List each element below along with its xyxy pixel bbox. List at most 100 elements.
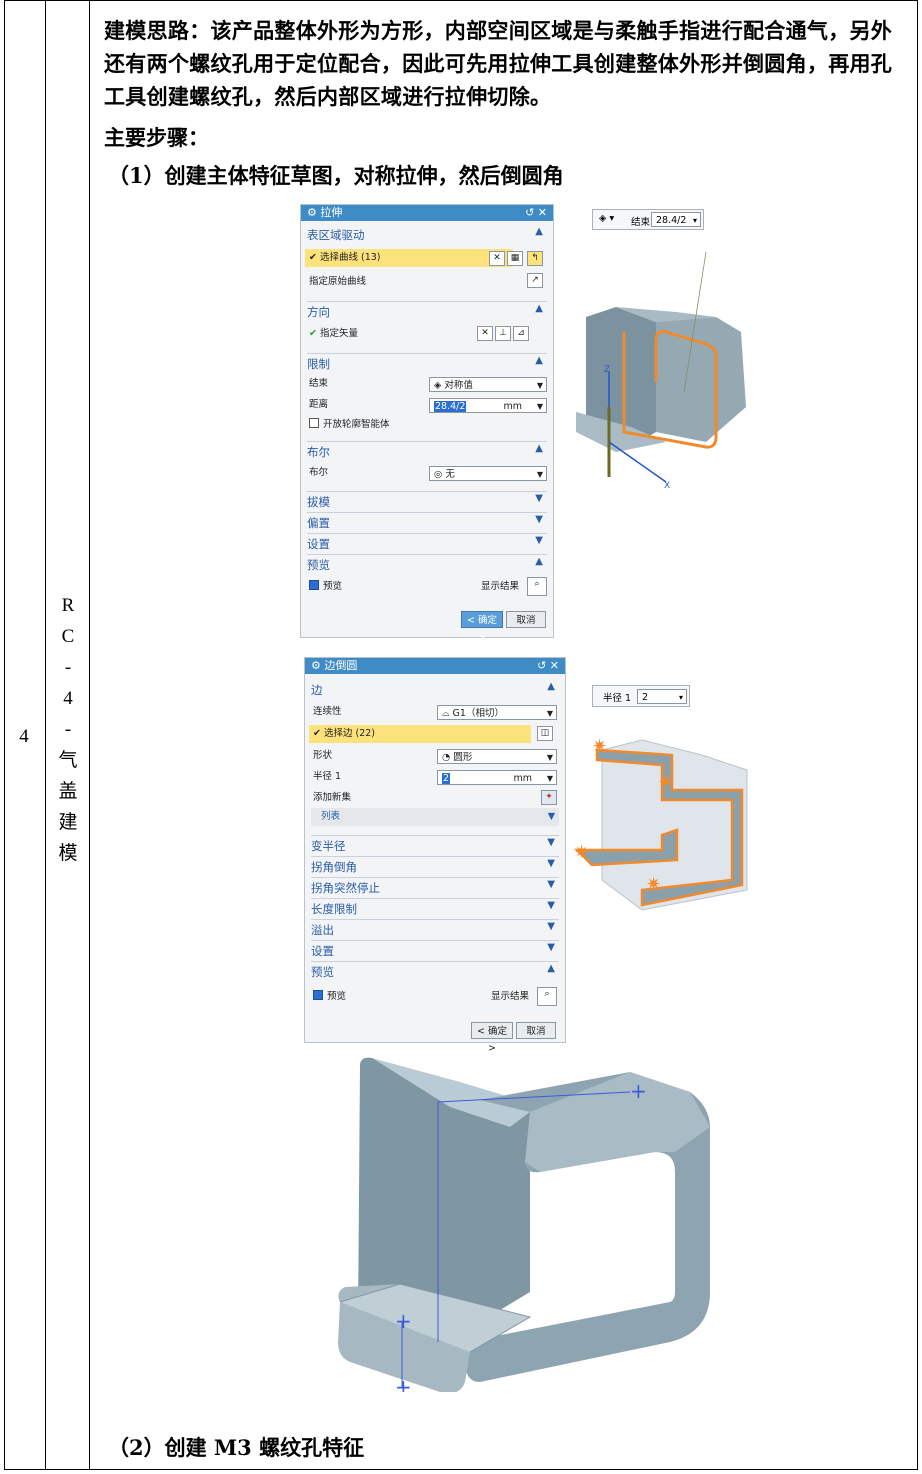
chevron-up-icon[interactable]: ▲: [535, 556, 543, 567]
chevron-down-icon[interactable]: ▼: [547, 942, 555, 953]
magnifier-icon[interactable]: ⌕: [527, 577, 547, 596]
continuity-label: 连续性: [313, 706, 342, 717]
blended-edge: [595, 748, 744, 907]
continuity-select[interactable]: ⌓ G1（相切）▼: [437, 705, 557, 720]
reverse-icon[interactable]: ✕: [477, 326, 493, 341]
boolean-label: 布尔: [309, 467, 329, 478]
extrude-float-toolbar: ◈ ▾ 结束 28.4/2▾: [592, 209, 704, 230]
chevron-up-icon[interactable]: ▲: [547, 681, 555, 692]
section-direction[interactable]: 方向▲: [307, 301, 547, 320]
blend-preview-model: ✷ ✷ ✷ ✷: [573, 736, 748, 911]
chevron-down-icon[interactable]: ▼: [547, 858, 555, 869]
boolean-select[interactable]: ◎ 无▼: [429, 466, 547, 481]
blend-marker-icon: ✷: [658, 772, 673, 793]
end-label: 结束: [309, 378, 329, 389]
shape-select[interactable]: ◔ 圆形▼: [437, 749, 557, 764]
radius-float-input[interactable]: 2▾: [637, 689, 687, 704]
chevron-down-icon[interactable]: ▼: [547, 879, 555, 890]
part-face: [586, 307, 656, 447]
chevron-down-icon[interactable]: ▼: [547, 900, 555, 911]
part-face: [339, 1283, 532, 1353]
section-curve-icon[interactable]: ↰: [527, 251, 543, 266]
ok-button[interactable]: < 确定 >: [471, 1022, 513, 1054]
section-offset[interactable]: 偏置▼: [307, 512, 547, 531]
dialog-controls[interactable]: ↺ ✕: [537, 659, 559, 672]
ok-button[interactable]: < 确定 >: [461, 611, 503, 643]
section-limits[interactable]: 限制▲: [307, 353, 547, 372]
modeling-idea-paragraph: 建模思路：该产品整体外形为方形，内部空间区域是与柔触手指进行配合通气，另外还有两…: [104, 18, 893, 109]
magnifier-icon[interactable]: ⌕: [537, 987, 557, 1006]
specify-vector-row[interactable]: ✔ 指定矢量: [309, 328, 359, 339]
cancel-button[interactable]: 取消: [506, 611, 546, 628]
blend-marker-icon: ✷: [592, 736, 607, 757]
preview-checkbox[interactable]: 预览: [313, 988, 557, 1006]
solid-icon[interactable]: ◈ ▾: [599, 213, 615, 224]
dialog-title-bar: ⚙ 拉伸↺ ✕: [301, 205, 553, 221]
section-corner-setback[interactable]: 拐角倒角▼: [311, 856, 559, 875]
show-result-label: 显示结果: [481, 581, 520, 592]
section-preview[interactable]: 预览▲: [307, 554, 547, 573]
sketch-icon[interactable]: ▦: [507, 251, 523, 266]
dialog-title-bar: ⚙ 边倒圆↺ ✕: [305, 658, 565, 674]
section-settings[interactable]: 设置▼: [311, 940, 559, 959]
part-face: [525, 1072, 710, 1172]
section-corner-stop[interactable]: 拐角突然停止▼: [311, 877, 559, 896]
chevron-down-icon[interactable]: ▼: [535, 493, 543, 504]
section-overflow[interactable]: 溢出▼: [311, 919, 559, 938]
section-surface[interactable]: 表区域驱动▲: [307, 226, 543, 242]
chevron-down-icon[interactable]: ▼: [547, 837, 555, 848]
column-divider: [45, 1, 46, 1469]
add-set-icon[interactable]: ✦: [541, 790, 557, 805]
edge-cube-icon[interactable]: ◫: [537, 726, 553, 741]
extrude-dialog: ⚙ 拉伸↺ ✕ 表区域驱动▲ ✔ 选择曲线 (13) ✕ ▦ ↰ 指定原始曲线 …: [300, 204, 554, 643]
origin-curve-icon[interactable]: ↗: [527, 273, 543, 288]
table: [4, 0, 918, 1470]
datum-line: [437, 1091, 631, 1103]
shape-label: 形状: [313, 750, 333, 761]
section-draft[interactable]: 拔模▼: [307, 491, 547, 510]
dialog-controls[interactable]: ↺ ✕: [525, 206, 547, 219]
vector-icon[interactable]: ⊥: [495, 326, 511, 341]
select-edge-row[interactable]: ✔ 选择边 (22): [309, 725, 531, 743]
preview-checkbox[interactable]: 预览: [309, 578, 545, 596]
chevron-up-icon[interactable]: ▲: [535, 303, 543, 314]
end-float-select[interactable]: 28.4/2▾: [651, 212, 701, 227]
row-number: 4: [19, 726, 29, 747]
edge-blend-dialog: ⚙ 边倒圆↺ ✕ 边▲ 连续性 ⌓ G1（相切）▼ ✔ 选择边 (22) ◫ 形…: [304, 657, 566, 1054]
section-settings[interactable]: 设置▼: [307, 533, 547, 552]
chevron-up-icon[interactable]: ▲: [547, 963, 555, 974]
chevron-up-icon[interactable]: ▲: [535, 443, 543, 454]
distance-label: 距离: [309, 399, 329, 410]
svg-text:Z: Z: [604, 365, 610, 375]
chevron-down-icon[interactable]: ▼: [535, 514, 543, 525]
blend-marker-icon: ✷: [646, 874, 661, 895]
blend-marker-icon: ✷: [574, 842, 589, 863]
list-section[interactable]: 列表▼: [311, 808, 559, 826]
part-face: [601, 739, 748, 911]
section-preview[interactable]: 预览▲: [311, 961, 559, 980]
column-divider: [89, 1, 90, 1469]
chevron-up-icon[interactable]: ▲: [535, 355, 543, 366]
cancel-button[interactable]: 取消: [516, 1022, 556, 1039]
part-face: [616, 307, 716, 322]
part-face: [576, 412, 666, 452]
curve-rule-icon[interactable]: ✕: [489, 251, 505, 266]
end-select[interactable]: ◈ 对称值▼: [429, 377, 547, 392]
chevron-down-icon[interactable]: ▼: [547, 921, 555, 932]
select-curve-row[interactable]: ✔ 选择曲线 (13): [305, 249, 513, 267]
section-variable-radius[interactable]: 变半径▼: [311, 835, 559, 854]
extrude-preview-model: Z X: [576, 251, 746, 491]
open-profile-checkbox[interactable]: 开放轮廓智能体: [309, 416, 545, 434]
section-edge[interactable]: 边▲: [311, 681, 555, 697]
point-marker-icon: +: [395, 1375, 412, 1392]
step2-heading: （2）创建 M3 螺纹孔特征: [108, 1435, 365, 1460]
chevron-down-icon[interactable]: ▼: [547, 811, 555, 822]
vector-dropdown-icon[interactable]: ⊿: [513, 326, 529, 341]
chevron-up-icon[interactable]: ▲: [535, 226, 543, 237]
section-boolean[interactable]: 布尔▲: [307, 441, 547, 460]
chevron-down-icon[interactable]: ▼: [535, 535, 543, 546]
section-length-limit[interactable]: 长度限制▼: [311, 898, 559, 917]
